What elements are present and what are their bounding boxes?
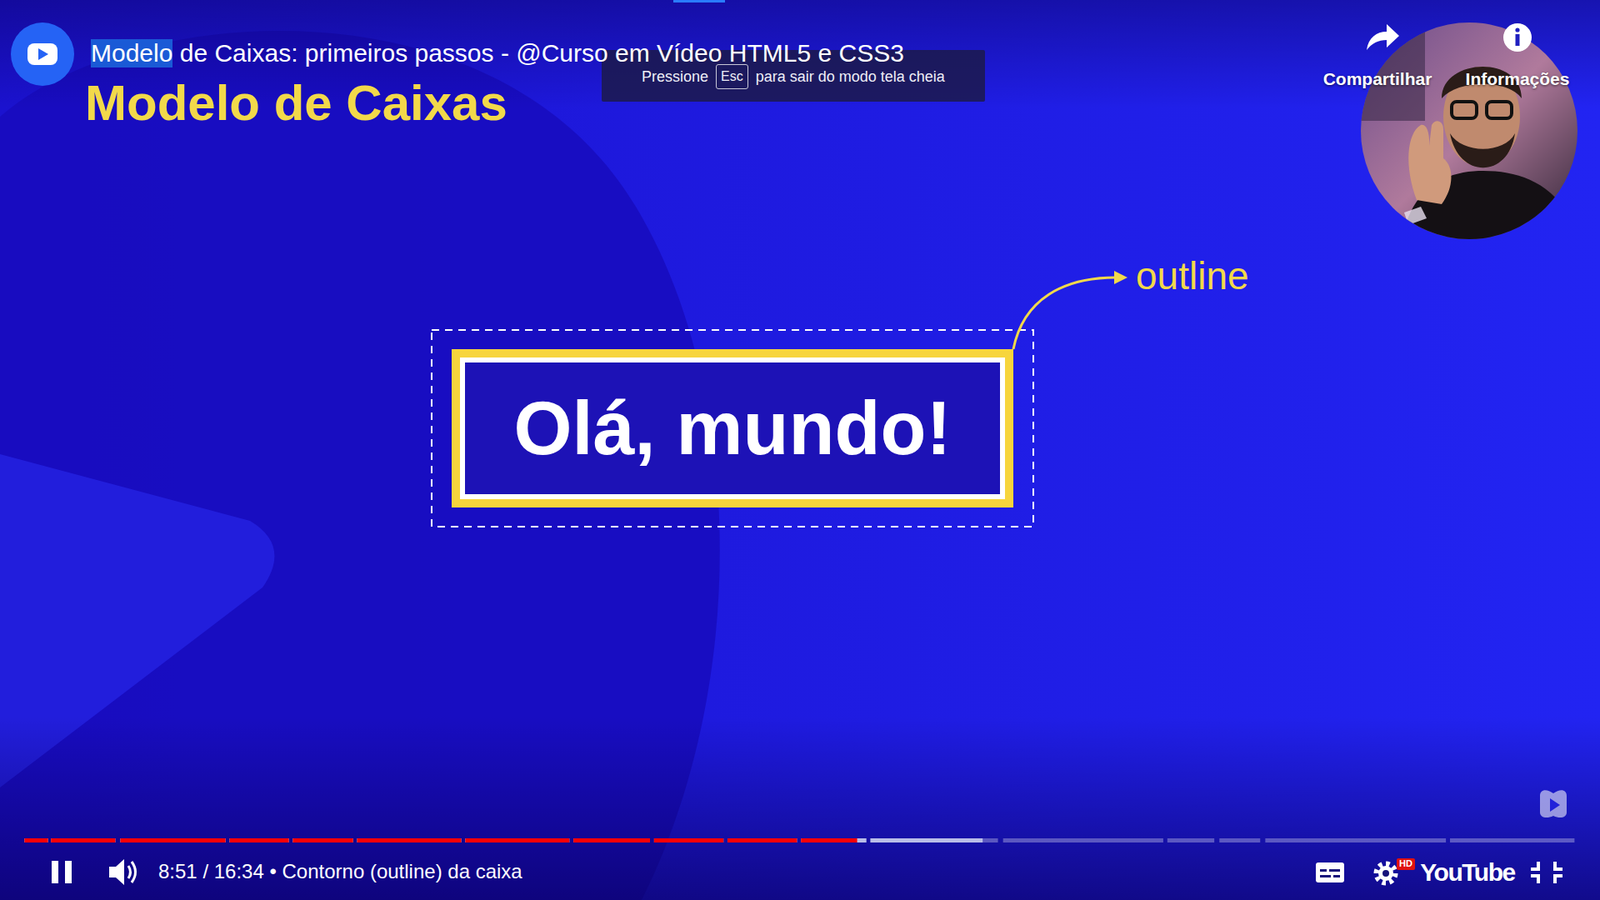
- progress-segment: [230, 838, 290, 843]
- brand-logo: YouTube: [1420, 858, 1515, 888]
- hint-text: para sair do modo tela cheia: [755, 68, 945, 86]
- slide-title: Modelo de Caixas: [85, 74, 508, 132]
- progress-buffer: [727, 838, 797, 843]
- hd-badge: HD: [1396, 858, 1415, 870]
- arrow-head: [1114, 270, 1128, 285]
- progress-segment: [800, 838, 866, 843]
- info-icon: [1503, 23, 1532, 52]
- progress-played: [292, 838, 353, 843]
- progress-played: [24, 838, 48, 843]
- progress-segment: [120, 838, 225, 843]
- callout-label: outline: [1135, 254, 1250, 299]
- progress-buffer: [465, 838, 570, 843]
- progress-segment: [727, 838, 797, 843]
- progress-buffer: [24, 838, 48, 843]
- progress-played: [230, 838, 290, 843]
- progress-played: [573, 838, 650, 843]
- progress-played: [654, 838, 724, 843]
- content-box: Olá, mundo!: [451, 349, 1014, 508]
- progress-segment: [1167, 838, 1215, 843]
- progress-buffer: [654, 838, 724, 843]
- channel-logo: [10, 22, 75, 86]
- progress-segment: [292, 838, 353, 843]
- settings-icon: [1376, 864, 1395, 883]
- progress-buffer: [292, 838, 353, 843]
- progress-bar: [24, 838, 1575, 843]
- progress-segment: [1450, 838, 1575, 843]
- webcam-bubble: [1358, 20, 1584, 250]
- hint-text: Pressione: [641, 68, 709, 86]
- leader-arrow: [1013, 277, 1116, 350]
- top-indicator: [673, 0, 725, 3]
- progress-played: [50, 838, 115, 843]
- progress-buffer: [120, 838, 225, 843]
- progress-segment: [573, 838, 650, 843]
- progress-played: [120, 838, 225, 843]
- progress-buffer: [50, 838, 115, 843]
- box-text: Olá, mundo!: [514, 387, 952, 470]
- progress-segment: [654, 838, 724, 843]
- progress-segment: [24, 838, 48, 843]
- progress-buffer: [230, 838, 290, 843]
- time-chapter: 8:51 / 16:34 • Contorno (outline) da cai…: [158, 860, 523, 884]
- progress-played: [800, 838, 857, 843]
- progress-segment: [1265, 838, 1446, 843]
- progress-played: [727, 838, 797, 843]
- subtitles-icon: [1315, 862, 1345, 883]
- button-caption: Compartilhar: [1323, 69, 1433, 90]
- outline-dashes: [431, 330, 1034, 527]
- key-cap: Esc: [715, 64, 749, 90]
- progress-buffer: [870, 838, 983, 843]
- progress-buffer: [573, 838, 650, 843]
- fullscreen-exit-icon: [1530, 861, 1563, 884]
- progress-buffer: [800, 838, 866, 843]
- volume-icon: [109, 859, 136, 885]
- progress-segment: [1003, 838, 1164, 843]
- progress-segment: [1219, 838, 1260, 843]
- progress-played: [357, 838, 462, 843]
- progress-segment: [465, 838, 570, 843]
- video-title: Modelo de Caixas: primeiros passos - @Cu…: [90, 39, 905, 69]
- progress-segment: [50, 838, 115, 843]
- button-caption: Informações: [1465, 69, 1570, 90]
- progress-buffer: [357, 838, 462, 843]
- channel-watermark: [1540, 790, 1567, 818]
- progress-played: [465, 838, 570, 843]
- progress-segment: [870, 838, 998, 843]
- progress-segment: [357, 838, 462, 843]
- share-icon: [1366, 24, 1400, 50]
- pause-icon: [51, 860, 72, 884]
